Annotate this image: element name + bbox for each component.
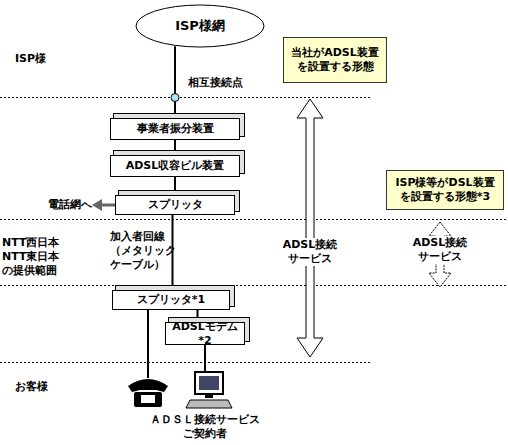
node-label: ISP様等がDSL装置 を設置する形態*3 [389,176,501,204]
splitter-box: スプリッタ [115,195,235,215]
zone-label: お客様 [15,380,75,394]
node-label: スプリッタ*1 [137,293,205,307]
zone-label: NTT西日本 NTT東日本 の提供範囲 [2,236,74,278]
boundary-line [0,362,372,363]
zone-label: ISP様 [15,52,75,66]
connector-line [175,140,176,155]
node-label: スプリッタ [148,198,203,212]
edge-label: 加入者回線 （メタリック ケーブル） [110,230,174,272]
node-label: 当社がADSL装置 を設置する形態 [286,46,384,74]
node-text: スプリッタ*1 [137,293,205,307]
node-label: 事業者振分装置 [137,122,214,136]
link-line [174,140,176,155]
pc-wire [204,345,206,372]
connector-line [175,46,176,118]
node-text: ISP様等がDSL装置 を設置する形態*3 [389,176,501,204]
service-label: ADSL接続 サービス [279,238,341,266]
service-label: ADSL接続 サービス [409,236,471,264]
node-text: 当社がADSL装置 を設置する形態 [286,46,384,74]
network-ellipse: ISP様網 [135,4,265,48]
note-box: ISP様等がDSL装置 を設置する形態*3 [386,170,504,210]
node-label: ISP様網 [175,19,225,33]
node-label: ADSLモデム*2 [166,320,244,348]
connector-line [175,177,176,195]
ellipse-shape [136,5,264,47]
note-box: 当社がADSL装置 を設置する形態 [283,37,387,83]
phone-wire [147,310,149,378]
interconnect-point [171,94,179,102]
boundary-line [0,285,506,286]
point-label: 相互接続点 [188,76,268,90]
phone-net-arrow [100,204,115,207]
link-line [174,177,176,195]
node-text: ADSLモデム*2 [166,320,244,348]
arrow-head [92,199,102,211]
node-label: ADSL収容ビル装置 [126,159,225,173]
computer-icon [186,372,232,408]
node-text: スプリッタ [148,198,203,212]
phone-net-label: 電話網へ [48,198,98,212]
node-text: ADSL収容ビル装置 [126,159,225,173]
node-text: ISP様網 [175,19,225,33]
telephone-icon [128,379,168,407]
service-arrow [297,99,323,357]
subscriber-label: ＡＤＳＬ接続サービス ご契約者 [130,413,280,441]
boundary-line [0,219,506,220]
device-box: ADSL収容ビル装置 [110,155,240,177]
modem-box: ADSLモデム*2 [165,322,245,345]
boundary-line [0,97,372,98]
device-box: 事業者振分装置 [110,118,240,140]
splitter-box: スプリッタ*1 [112,290,230,310]
node-text: 事業者振分装置 [137,122,214,136]
